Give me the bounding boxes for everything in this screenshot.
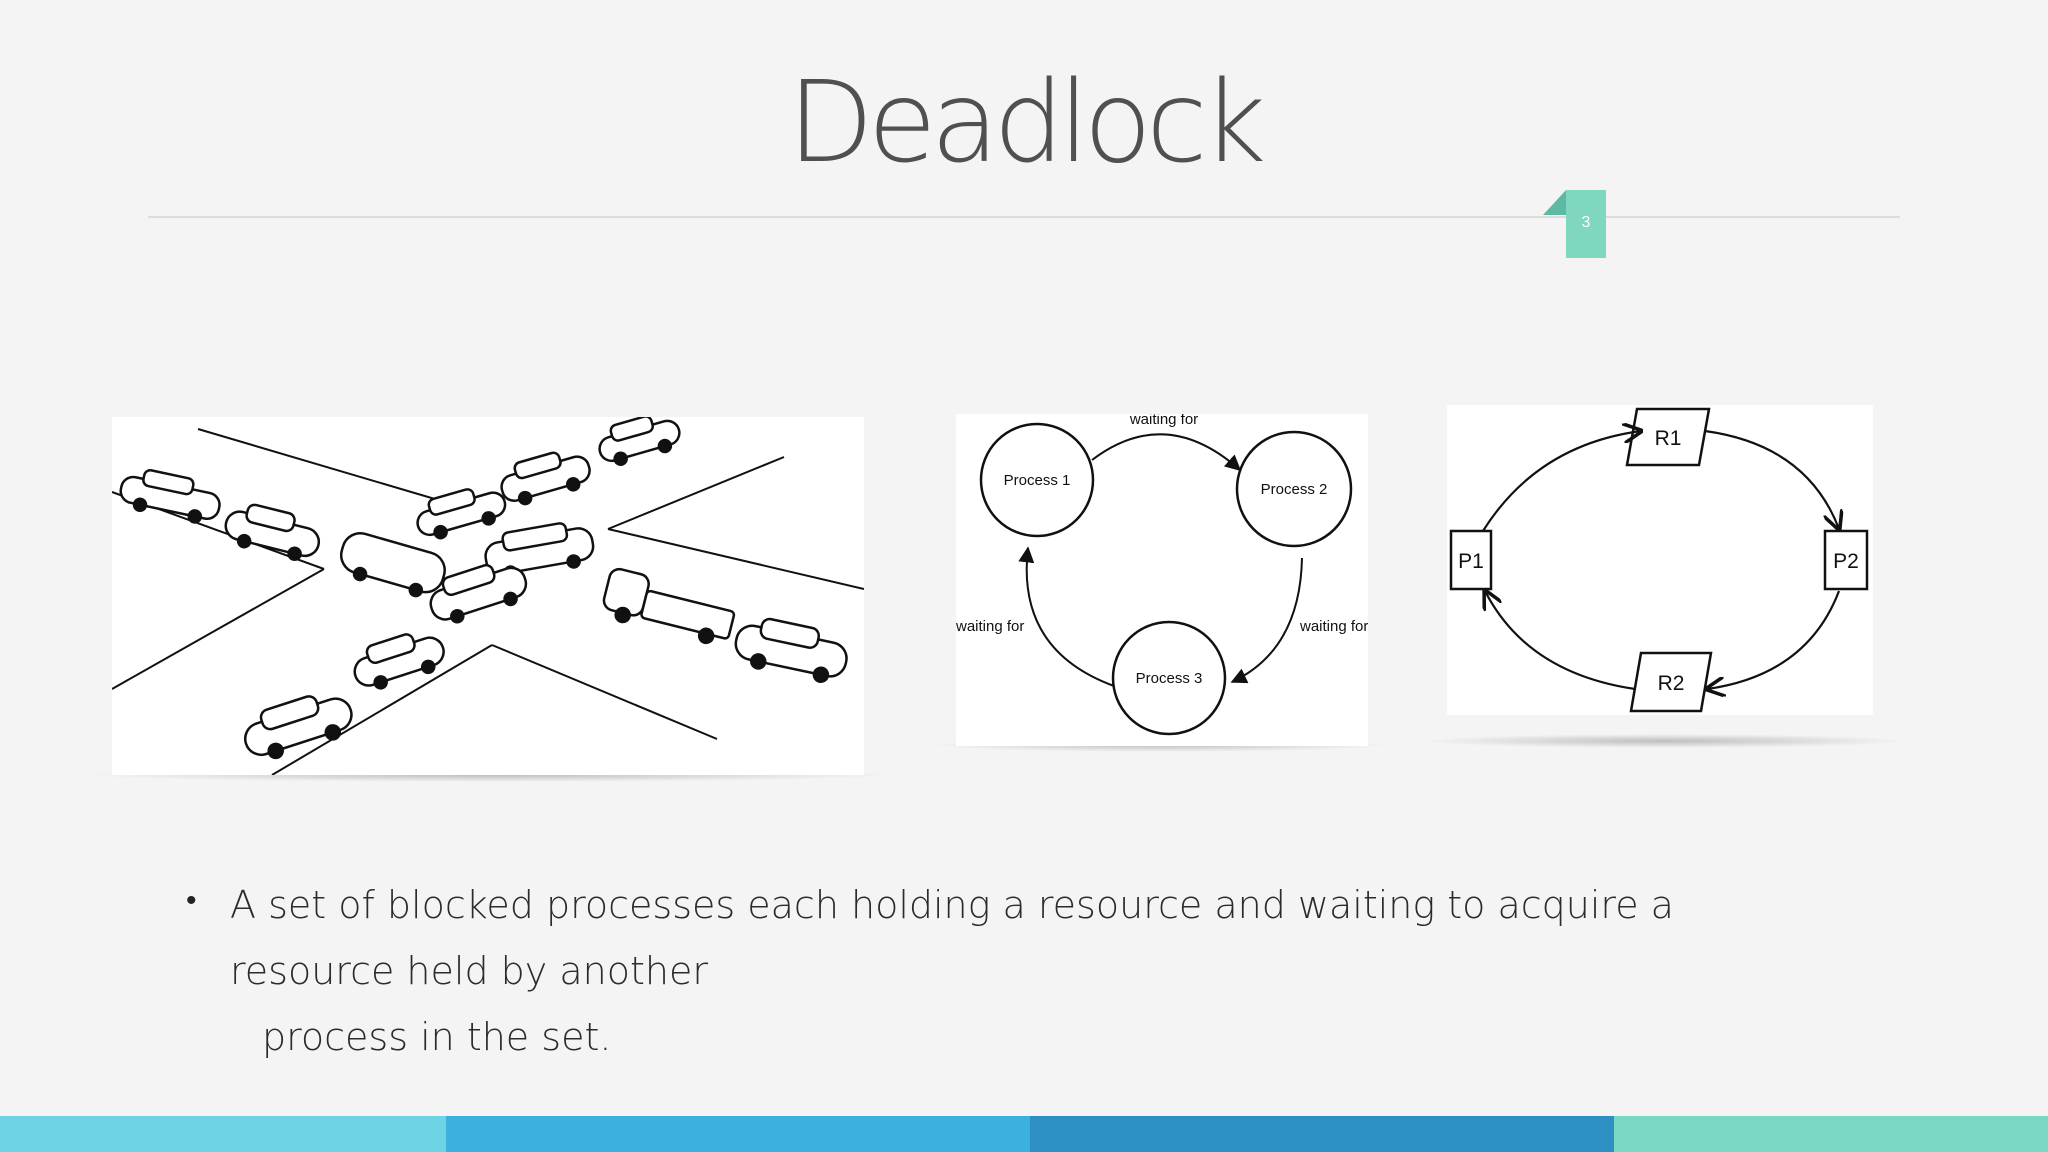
footer-segment-3 xyxy=(1030,1116,1614,1152)
process-wait-cycle-diagram: Process 1 Process 2 Process 3 waiting fo… xyxy=(956,414,1368,746)
process-p2-node xyxy=(1823,529,1869,591)
process-p1-node xyxy=(1449,529,1493,591)
figure-shadow xyxy=(1420,734,1910,748)
process-p2-label: P2 xyxy=(1833,550,1859,573)
process-1-label: Process 1 xyxy=(1004,472,1071,489)
resource-r1-node xyxy=(1625,407,1711,467)
page-number: 3 xyxy=(1581,214,1591,231)
process-2-label: Process 2 xyxy=(1261,481,1328,498)
process-2-node xyxy=(1235,430,1353,548)
bullet-line-2: process in the set. xyxy=(262,1015,612,1059)
page-number-tab xyxy=(1566,190,1606,258)
bullet-marker: • xyxy=(186,884,197,917)
edge-p2-p3 xyxy=(1230,557,1303,684)
edge-r1-p2 xyxy=(1704,429,1839,529)
wait-cycle-svg: Process 1 Process 2 Process 3 waiting fo… xyxy=(956,414,1368,736)
slide-title: Deadlock xyxy=(787,58,1267,188)
footer-segment-2 xyxy=(446,1116,1030,1152)
resource-r2-label: R2 xyxy=(1658,672,1685,695)
process-1-node xyxy=(979,422,1095,538)
edge-r2-p1 xyxy=(1485,591,1636,691)
traffic-illustration-svg xyxy=(112,417,864,775)
footer-segment-1 xyxy=(0,1116,446,1152)
traffic-deadlock-illustration xyxy=(112,417,864,775)
resource-r1-label: R1 xyxy=(1655,427,1682,450)
resource-graph-svg: P1 P2 R1 R2 xyxy=(1449,407,1869,713)
title-divider xyxy=(148,216,1900,218)
footer-segment-4 xyxy=(1614,1116,2048,1152)
edge-p1-r1 xyxy=(1482,431,1641,532)
edge-label-right: waiting for xyxy=(1299,618,1368,635)
edge-label-left: waiting for xyxy=(956,618,1024,635)
bullet-line-1: A set of blocked processes each holding … xyxy=(230,883,1674,993)
page-tab-fold xyxy=(1543,190,1566,215)
edge-p1-p2 xyxy=(1091,433,1242,472)
edge-p2-r2 xyxy=(1707,590,1841,689)
edge-label-top: waiting for xyxy=(1129,414,1198,428)
edge-p3-p1 xyxy=(1018,546,1115,687)
process-p1-label: P1 xyxy=(1458,550,1484,573)
resource-allocation-graph: P1 P2 R1 R2 xyxy=(1447,405,1873,715)
resource-r2-node xyxy=(1629,651,1713,713)
bullet-text: A set of blocked processes each holding … xyxy=(230,872,1830,1070)
process-3-label: Process 3 xyxy=(1136,670,1203,687)
process-3-node xyxy=(1111,620,1227,736)
